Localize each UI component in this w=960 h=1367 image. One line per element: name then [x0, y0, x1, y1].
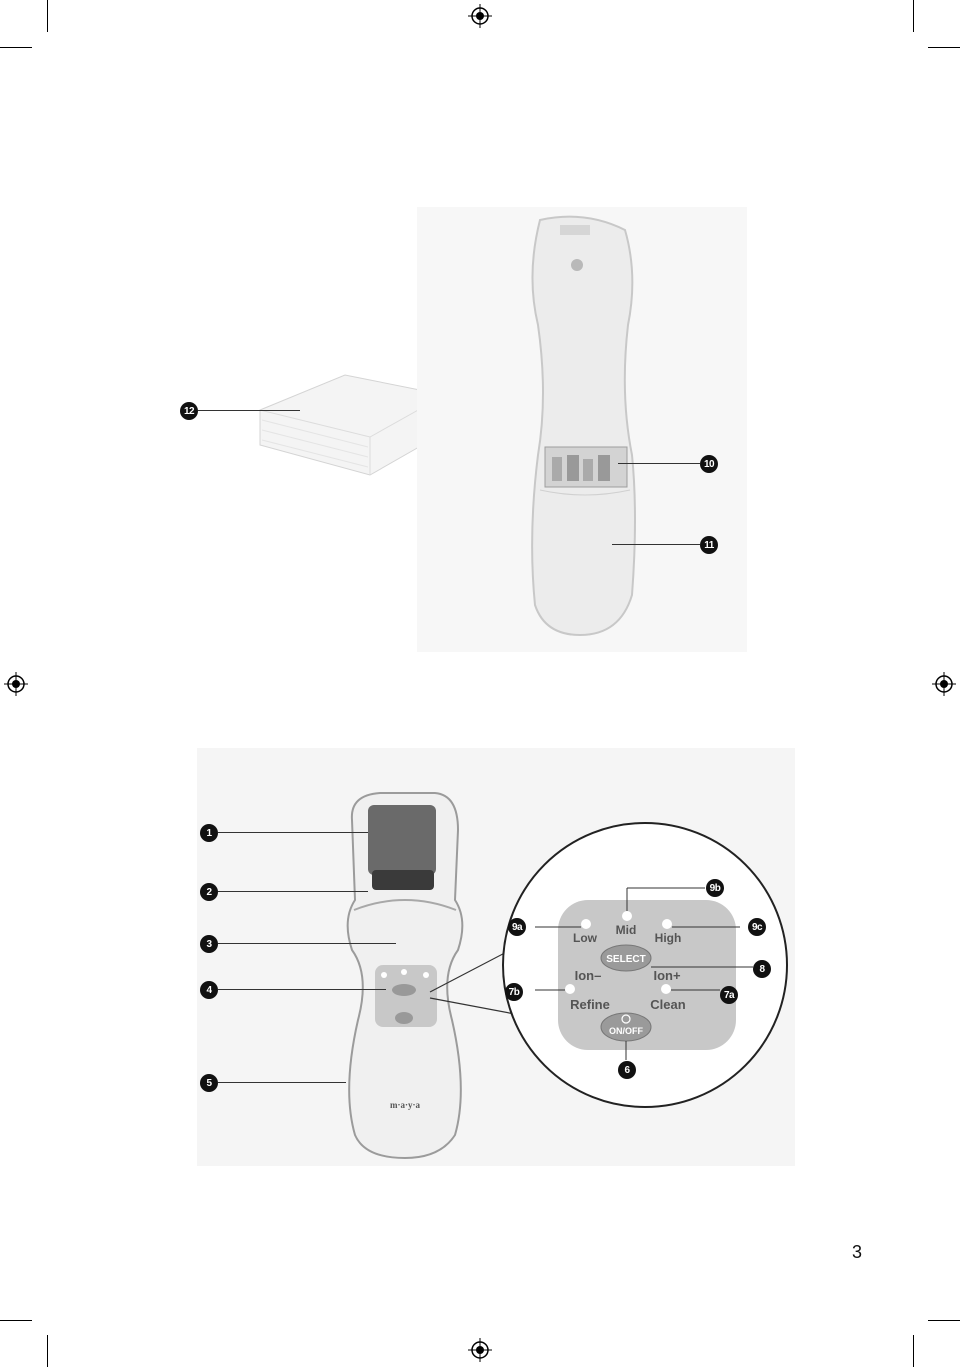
- callout-9c: 9c: [748, 918, 766, 936]
- crop-mark: [0, 47, 32, 48]
- device-back-illustration: [531, 215, 636, 637]
- crop-mark: [0, 1320, 32, 1321]
- clean-label: Clean: [650, 997, 685, 1012]
- callout-9a: 9a: [508, 918, 526, 936]
- crop-mark: [47, 1335, 48, 1367]
- leader-line: [198, 410, 300, 411]
- registration-mark-icon: [468, 1338, 492, 1362]
- callout-11: 11: [700, 536, 718, 554]
- high-label: High: [655, 931, 682, 945]
- registration-mark-icon: [932, 672, 956, 696]
- ion-plus-label: Ion+: [653, 968, 680, 983]
- crop-mark: [913, 1335, 914, 1367]
- callout-7b: 7b: [505, 983, 523, 1001]
- registration-mark-icon: [4, 672, 28, 696]
- leader-line: [218, 832, 368, 833]
- crop-mark: [47, 0, 48, 32]
- leader-line: [618, 463, 700, 464]
- on-off-label: ON/OFF: [609, 1026, 643, 1036]
- leader-line: [612, 544, 700, 545]
- svg-text:m·a·y·a: m·a·y·a: [390, 1100, 421, 1110]
- registration-mark-icon: [468, 4, 492, 28]
- leader-line: [218, 989, 386, 990]
- select-label: SELECT: [606, 954, 645, 965]
- cotton-pads-illustration: [259, 374, 446, 476]
- leader-line: [218, 891, 368, 892]
- device-front-illustration: m·a·y·a: [346, 792, 464, 1160]
- control-panel-magnified: Low Mid High SELECT Ion– Ion+ Refine Cle…: [429, 822, 788, 1108]
- ion-minus-label: Ion–: [575, 968, 602, 983]
- low-label: Low: [573, 931, 598, 945]
- callout-1: 1: [200, 824, 218, 842]
- callout-10: 10: [700, 455, 718, 473]
- callout-2: 2: [200, 883, 218, 901]
- callout-6: 6: [618, 1061, 636, 1079]
- crop-mark: [913, 0, 914, 32]
- callout-4: 4: [200, 981, 218, 999]
- mid-label: Mid: [616, 923, 637, 937]
- callout-9b: 9b: [706, 879, 724, 897]
- crop-mark: [928, 47, 960, 48]
- callout-8: 8: [753, 960, 771, 978]
- callout-3: 3: [200, 935, 218, 953]
- page-number: 3: [852, 1242, 863, 1262]
- refine-label: Refine: [570, 997, 610, 1012]
- crop-mark: [928, 1320, 960, 1321]
- callout-12: 12: [180, 402, 198, 420]
- callout-7a: 7a: [720, 986, 738, 1004]
- leader-line: [218, 943, 396, 944]
- callout-5: 5: [200, 1074, 218, 1092]
- select-button[interactable]: [600, 944, 652, 972]
- leader-line: [218, 1082, 346, 1083]
